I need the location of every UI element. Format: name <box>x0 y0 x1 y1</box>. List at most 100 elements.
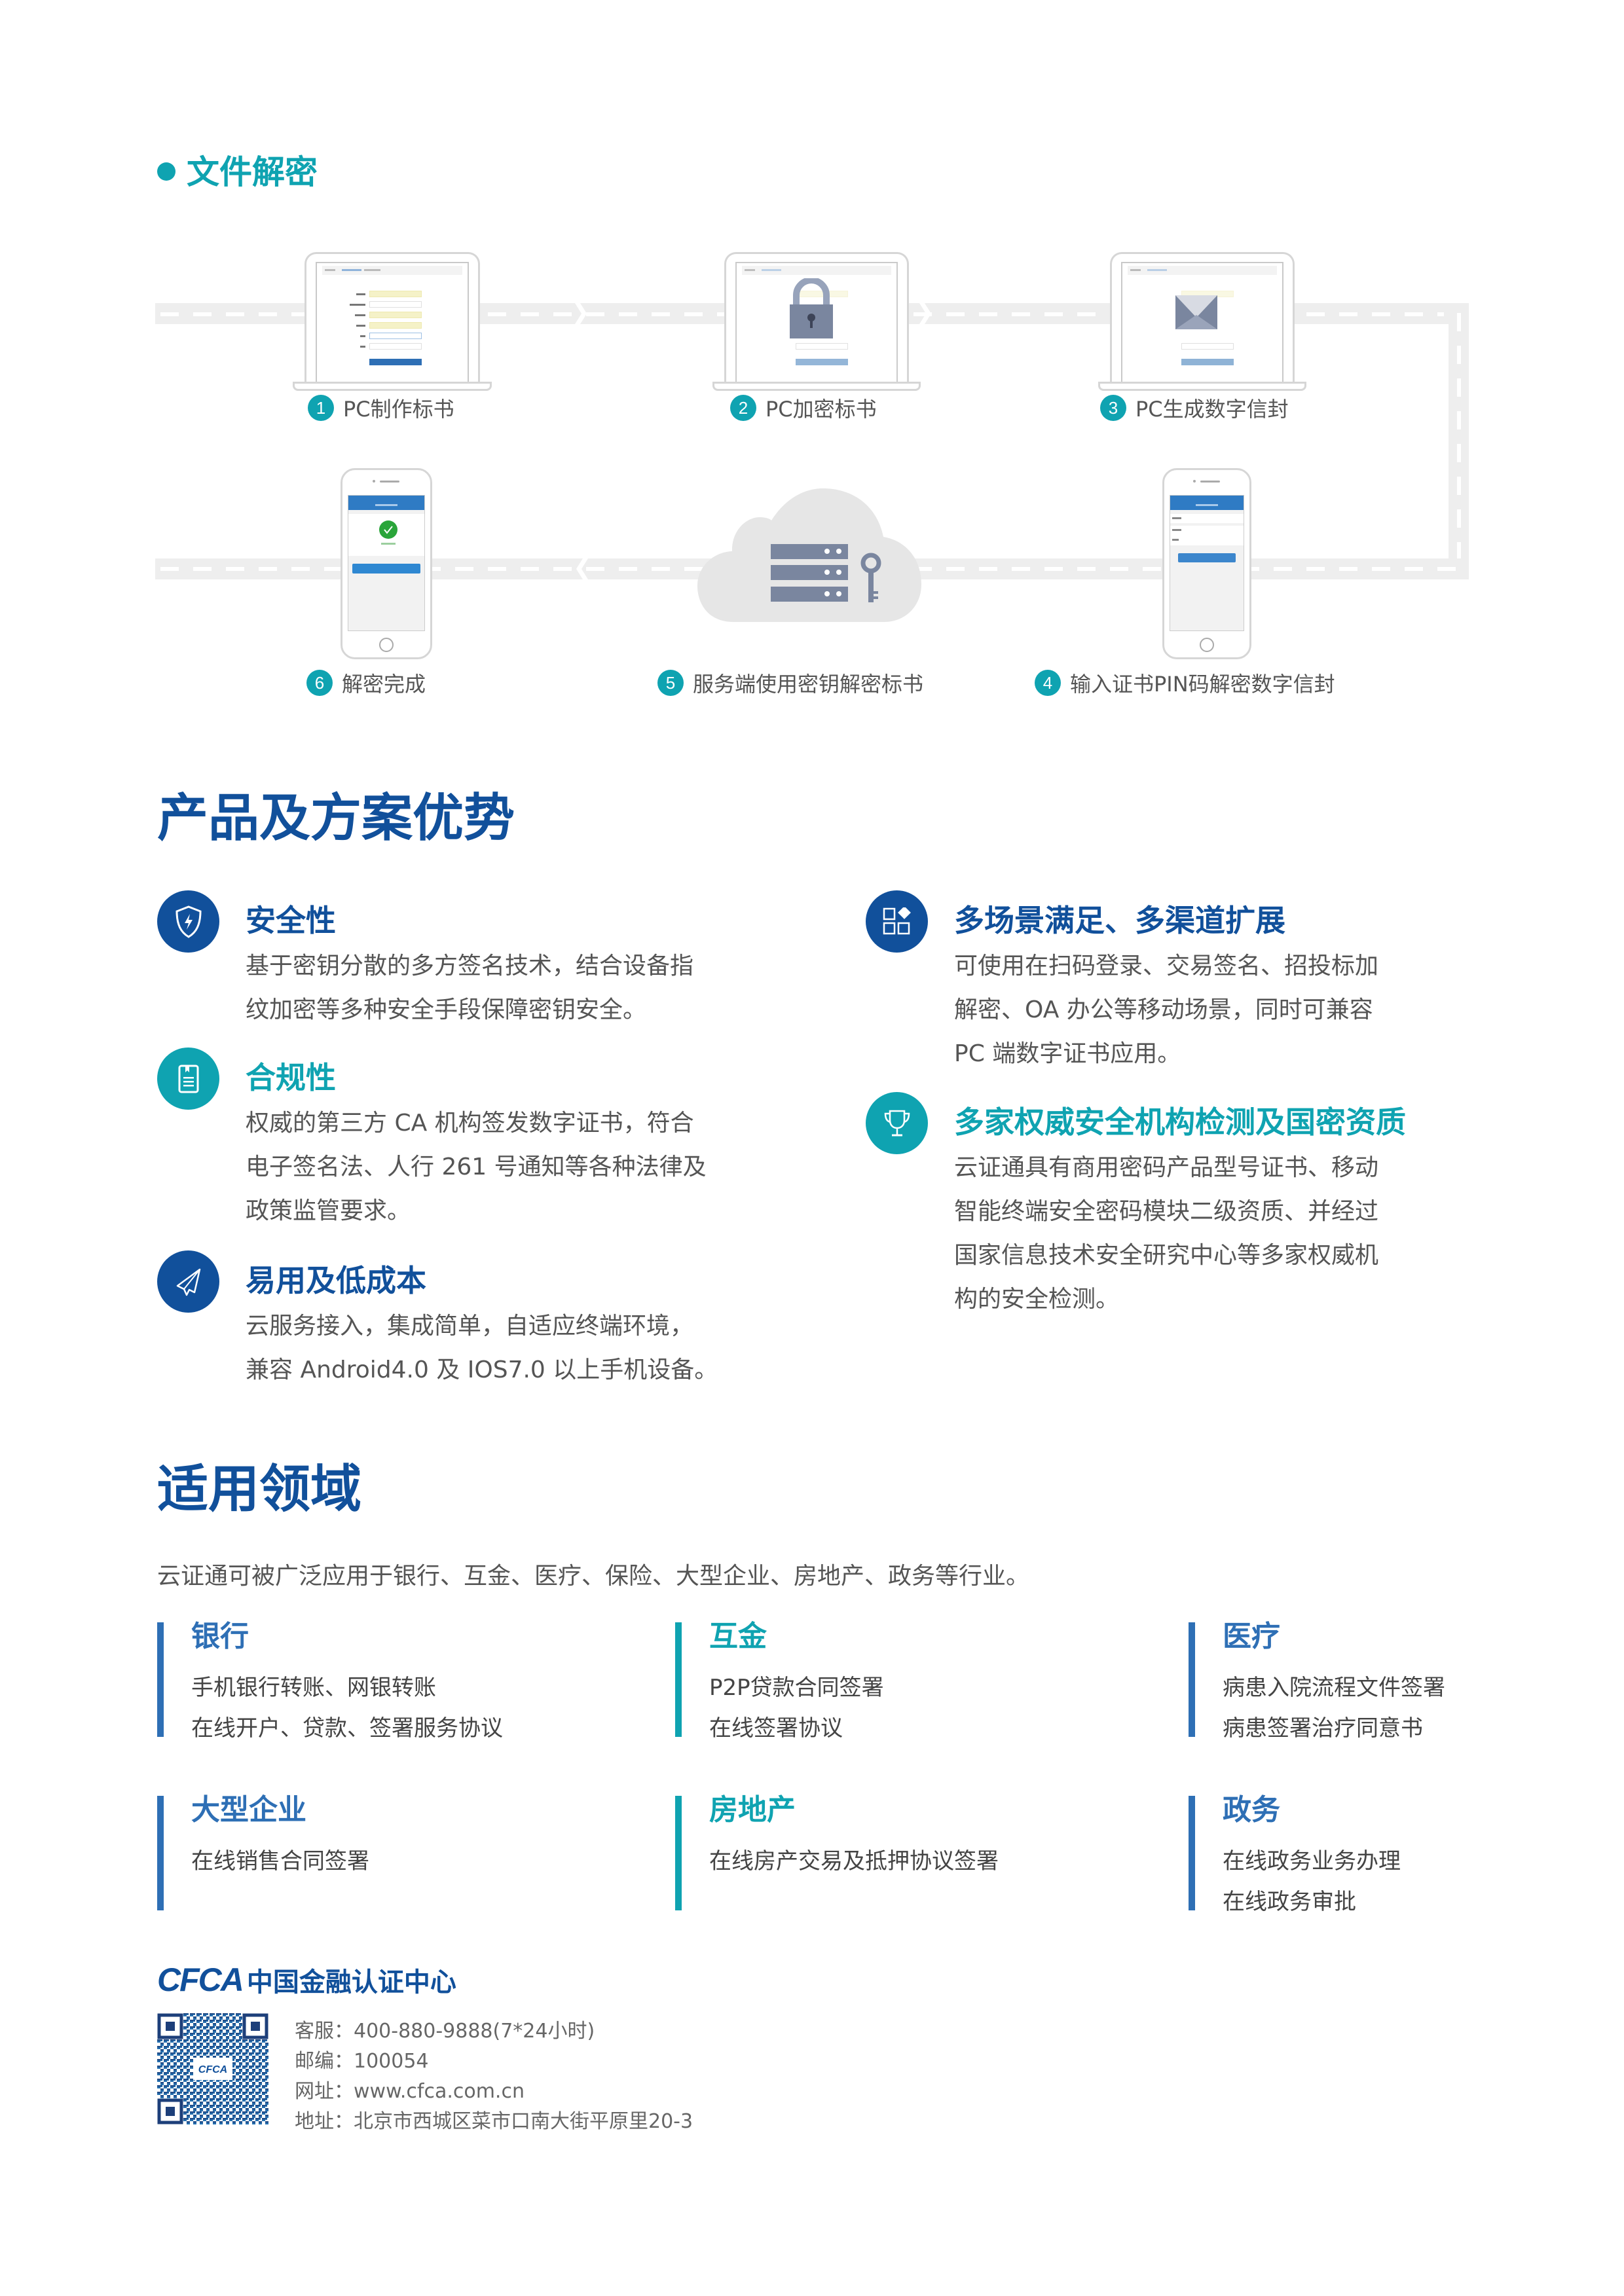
step-number-badge: 5 <box>657 670 684 696</box>
form-field <box>369 312 422 318</box>
feature-description: 云服务接入，集成简单，自适应终端环境， 兼容 Android4.0 及 IOS7… <box>246 1304 718 1392</box>
form-field <box>369 343 422 350</box>
section-bullet <box>157 162 175 181</box>
form-label <box>356 325 365 327</box>
phone-camera <box>1193 480 1196 483</box>
accent-bar <box>1189 1796 1195 1910</box>
step-2: 2 PC加密标书 <box>730 393 877 423</box>
step-number-badge: 1 <box>308 395 334 421</box>
industry-medical: 医疗 病患入院流程文件签署 病患签署治疗同意书 <box>1189 1620 1503 1741</box>
envelope-icon <box>1175 295 1217 329</box>
chevron-left-icon <box>576 558 588 579</box>
cloud-server-key-icon <box>697 488 921 622</box>
industry-government: 政务 在线政务业务办理 在线政务审批 <box>1189 1793 1503 1915</box>
laptop-base <box>293 382 492 391</box>
feature-title: 易用及低成本 <box>246 1263 426 1298</box>
pin-field-new <box>1170 526 1244 545</box>
industry-line: 在线开户、贷款、签署服务协议 <box>191 1715 503 1741</box>
feature-title: 多场景满足、多渠道扩展 <box>954 903 1285 938</box>
phone-screen <box>348 495 425 631</box>
industry-line: 在线销售合同签署 <box>191 1848 369 1874</box>
feature-line: 构的安全检测。 <box>954 1286 1120 1313</box>
feature-line: 基于密钥分散的多方签名技术，结合设备指 <box>246 953 694 979</box>
industry-title: 政务 <box>1223 1793 1280 1827</box>
phone-speaker <box>1200 481 1220 483</box>
feature-description: 基于密钥分散的多方签名技术，结合设备指 纹加密等多种安全手段保障密钥安全。 <box>246 944 693 1032</box>
success-check-icon <box>379 520 397 539</box>
app-header-bar <box>1170 496 1244 510</box>
accent-bar <box>675 1796 682 1910</box>
industry-title: 大型企业 <box>191 1793 306 1827</box>
phone-screen <box>1170 495 1244 631</box>
feature-line: 云服务接入，集成简单，自适应终端环境， <box>246 1313 694 1339</box>
phone-home-button <box>1200 638 1214 652</box>
svg-text:CFCA: CFCA <box>198 2064 227 2075</box>
form-label <box>350 304 365 306</box>
industry-real-estate: 房地产 在线房产交易及抵押协议签署 <box>675 1793 1134 1910</box>
feature-line: 兼容 Android4.0 及 IOS7.0 以上手机设备。 <box>246 1357 718 1383</box>
industry-title: 互金 <box>709 1620 767 1653</box>
industry-title: 房地产 <box>709 1793 796 1827</box>
feature-description: 权威的第三方 CA 机构签发数字证书，符合 电子签名法、人行 261 号通知等各… <box>246 1101 707 1233</box>
confirm-button <box>1178 553 1236 562</box>
industry-line: 在线政务审批 <box>1223 1889 1356 1915</box>
form-next-button <box>1181 359 1234 365</box>
document-icon <box>157 1048 219 1110</box>
form-select <box>369 301 422 308</box>
qr-code: CFCA <box>157 2013 268 2124</box>
step-6: 6 解密完成 <box>306 668 426 698</box>
trophy-icon <box>866 1092 928 1154</box>
form-field <box>369 333 422 339</box>
laptop-step-3 <box>1098 252 1306 391</box>
industries-intro: 云证通可被广泛应用于银行、互金、医疗、保险、大型企业、房地产、政务等行业。 <box>157 1563 1030 1590</box>
accent-bar <box>1189 1622 1195 1737</box>
done-button <box>352 564 420 574</box>
accent-bar <box>157 1796 164 1910</box>
breadcrumb-bar <box>742 266 891 275</box>
phone-speaker <box>380 481 399 483</box>
phone-step-6 <box>341 468 432 659</box>
industry-line: 在线签署协议 <box>709 1715 843 1741</box>
form-label <box>360 335 365 337</box>
step-3: 3 PC生成数字信封 <box>1100 393 1289 423</box>
app-header-bar <box>348 496 424 510</box>
form-label <box>356 293 365 295</box>
section-title-decrypt: 文件解密 <box>187 153 318 191</box>
step-number-badge: 4 <box>1035 670 1061 696</box>
breadcrumb-bar <box>1128 266 1277 275</box>
industry-line: 在线房产交易及抵押协议签署 <box>709 1848 999 1874</box>
form-next-button <box>796 359 848 365</box>
form-field <box>369 322 422 329</box>
chevron-right-icon <box>575 303 587 324</box>
breadcrumb-bar <box>322 266 462 275</box>
step-4: 4 输入证书PIN码解密数字信封 <box>1035 668 1335 698</box>
heading-advantages: 产品及方案优势 <box>157 789 515 848</box>
contact-website: 网址：www.cfca.com.cn <box>295 2080 525 2103</box>
contact-info: 客服：400-880-9888(7*24小时) 邮编：100054 网址：www… <box>295 2016 693 2137</box>
logo-chinese: 中国金融认证中心 <box>246 1967 456 1997</box>
form-label <box>360 346 365 348</box>
feature-title: 合规性 <box>246 1060 336 1095</box>
pin-field-old <box>1170 514 1244 523</box>
paper-plane-icon <box>157 1250 219 1313</box>
feature-title: 安全性 <box>246 903 336 938</box>
contact-phone: 客服：400-880-9888(7*24小时) <box>295 2020 595 2043</box>
feature-line: 政策监管要求。 <box>246 1197 411 1224</box>
industry-title: 银行 <box>191 1620 249 1653</box>
industry-line: 手机银行转账、网银转账 <box>191 1675 436 1701</box>
industry-bank: 银行 手机银行转账、网银转账 在线开户、贷款、签署服务协议 <box>157 1620 616 1741</box>
feature-line: 解密、OA 办公等移动场景，同时可兼容 <box>954 996 1373 1023</box>
accent-bar <box>157 1622 164 1737</box>
industry-enterprise: 大型企业 在线销售合同签署 <box>157 1793 616 1910</box>
feature-line: 云证通具有商用密码产品型号证书、移动 <box>954 1154 1379 1181</box>
step-number-badge: 6 <box>306 670 333 696</box>
industry-internet-finance: 互金 P2P贷款合同签署 在线签署协议 <box>675 1620 1134 1741</box>
feature-description: 云证通具有商用密码产品型号证书、移动 智能终端安全密码模块二级资质、并经过 国家… <box>954 1146 1378 1321</box>
form-label <box>355 314 365 316</box>
step-1: 1 PC制作标书 <box>308 393 454 423</box>
step-label: PC加密标书 <box>766 397 877 422</box>
feature-title: 多家权威安全机构检测及国密资质 <box>954 1104 1406 1140</box>
phone-home-button <box>379 638 394 652</box>
accent-bar <box>675 1622 682 1737</box>
feature-line: 权威的第三方 CA 机构签发数字证书，符合 <box>246 1110 694 1137</box>
